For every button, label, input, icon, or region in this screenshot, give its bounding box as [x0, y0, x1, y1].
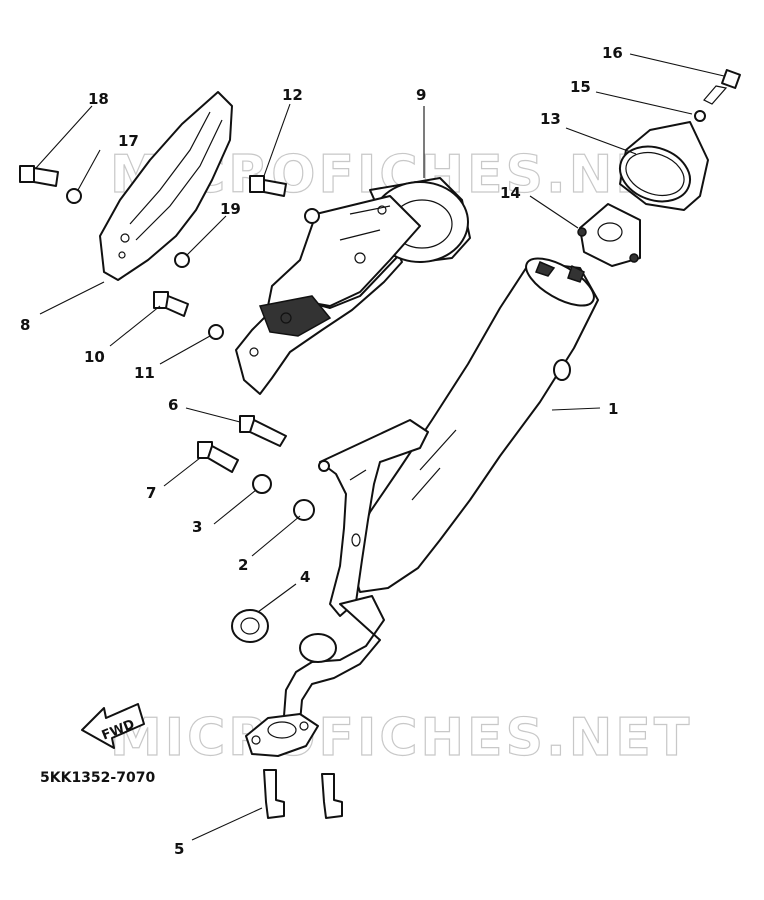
callout-16: 16: [602, 44, 623, 62]
nut-part-3: [252, 474, 272, 494]
washer-part-12-nut: [304, 208, 320, 224]
nut-part-2: [293, 499, 315, 521]
callout-13: 13: [540, 110, 561, 128]
callout-2: 2: [238, 556, 248, 574]
washer-part-17: [66, 188, 82, 204]
leader-lines: [35, 53, 725, 841]
callout-10: 10: [84, 348, 105, 366]
callout-labels: 1 2 3 4 5 6 7 8 9 10 11 12 13 14 15 16 1…: [20, 44, 623, 858]
bolt-part-16: [703, 69, 741, 105]
callout-4: 4: [300, 568, 310, 586]
callout-11: 11: [134, 364, 155, 382]
muffler-part-1: [349, 257, 599, 593]
callout-15: 15: [570, 78, 591, 96]
washer-part-15: [694, 110, 706, 122]
forward-direction-arrow: FWD: [81, 703, 145, 749]
callout-9: 9: [416, 86, 426, 104]
bolt-part-12: [249, 175, 287, 197]
bolt-part-18: [19, 165, 59, 187]
exhaust-pipe: [245, 595, 385, 757]
gasket-part-4: [231, 609, 269, 643]
callout-14: 14: [500, 184, 521, 202]
callout-6: 6: [168, 396, 178, 414]
end-cap-part-13: [619, 121, 709, 211]
callout-8: 8: [20, 316, 30, 334]
washer-part-19: [174, 252, 190, 268]
heat-shield-part-8: [99, 91, 233, 281]
callout-18: 18: [88, 90, 109, 108]
callout-7: 7: [146, 484, 156, 502]
bolt-part-10: [153, 291, 189, 317]
watermark-bottom: MICROFICHES.NET: [110, 708, 692, 768]
washer-part-11: [208, 324, 224, 340]
callout-5: 5: [174, 840, 184, 858]
part-code: 5KK1352-7070: [40, 770, 155, 786]
exhaust-pipe-bracket: [318, 419, 429, 617]
bolt-part-6: [239, 415, 287, 447]
callout-3: 3: [192, 518, 202, 536]
heat-shield-part-9: [235, 177, 471, 395]
callout-12: 12: [282, 86, 303, 104]
callout-19: 19: [220, 200, 241, 218]
studs-part-5: [263, 769, 343, 819]
bolt-part-7: [197, 441, 239, 473]
gasket-part-14: [577, 203, 641, 267]
callout-1: 1: [608, 400, 618, 418]
callout-17: 17: [118, 132, 139, 150]
